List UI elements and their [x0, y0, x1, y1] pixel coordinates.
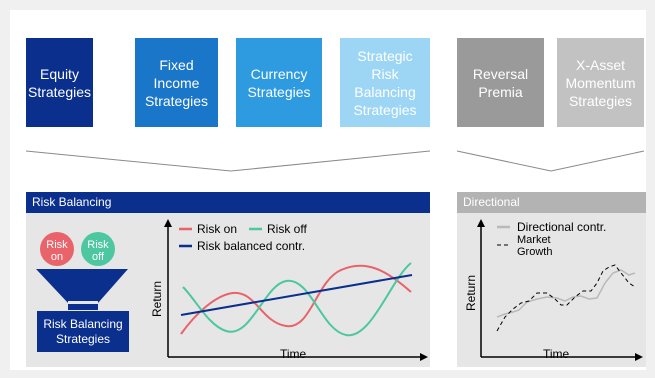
- risk-on-curve: [180, 264, 412, 335]
- risk-balancing-diagram: Risk on Risk off Risk Balancing Strategi…: [36, 219, 428, 361]
- reversal-premia-box: Reversal Premia: [457, 38, 544, 127]
- directional-x-arrow: [635, 353, 643, 361]
- risk-balanced-line: [180, 274, 413, 316]
- directional-header: Directional: [457, 192, 646, 213]
- risk-balancing-strategies-line1: Risk Balancing: [43, 317, 122, 331]
- risk-chart-y-label: Return: [150, 280, 165, 318]
- reversal-premia-label: Reversal Premia: [472, 65, 529, 100]
- risk-on-circle-line2: on: [51, 251, 63, 263]
- diagram-canvas: Equity Strategies Fixed Income Strategie…: [10, 10, 646, 370]
- fixed-income-strategies-box: Fixed Income Strategies: [135, 38, 218, 127]
- legend-risk-off-label: Risk off: [267, 222, 307, 236]
- risk-balancing-panel: Risk Balancing Risk on Risk off Risk Bal…: [26, 192, 430, 367]
- directional-panel: Directional Directional contr. Market Gr…: [457, 192, 646, 367]
- legend-directional-label: Directional contr.: [517, 220, 607, 234]
- risk-off-circle-line1: Risk: [87, 239, 109, 251]
- market-growth-line: [496, 264, 636, 332]
- currency-strategies-label: Currency Strategies: [247, 65, 311, 100]
- x-asset-momentum-label: X-Asset Momentum Strategies: [565, 56, 636, 109]
- risk-balancing-strategies-line2: Strategies: [56, 332, 110, 346]
- risk-off-circle: [81, 232, 115, 266]
- currency-strategies-box: Currency Strategies: [236, 38, 322, 127]
- risk-chart-y-arrow: [164, 219, 172, 227]
- strategic-risk-balancing-box: Strategic Risk Balancing Strategies: [340, 38, 430, 127]
- funnel-chevrons: [25, 150, 645, 172]
- fixed-income-strategies-label: Fixed Income Strategies: [144, 56, 209, 109]
- directional-y-arrow: [477, 219, 485, 227]
- directional-chevron: [456, 150, 645, 172]
- directional-contribution-line: [496, 269, 636, 318]
- legend-balanced-label: Risk balanced contr.: [197, 239, 306, 253]
- funnel-icon: [36, 269, 128, 310]
- directional-y-label: Return: [464, 274, 479, 312]
- directional-x-label: Time: [543, 347, 570, 361]
- risk-balancing-strategies-box: [37, 311, 129, 352]
- legend-market-label: Market Growth: [517, 234, 553, 258]
- risk-chart-x-label: Time: [280, 347, 307, 361]
- strategic-risk-balancing-label: Strategic Risk Balancing Strategies: [353, 47, 417, 118]
- risk-balancing-header: Risk Balancing: [26, 192, 430, 213]
- risk-off-circle-line2: off: [92, 251, 105, 263]
- x-asset-momentum-box: X-Asset Momentum Strategies: [557, 38, 644, 127]
- risk-chart-x-arrow: [420, 353, 428, 361]
- equity-strategies-label: Equity Strategies: [27, 65, 92, 100]
- risk-on-circle: [40, 232, 74, 266]
- funnel-gap: [68, 301, 98, 304]
- risk-on-circle-line1: Risk: [46, 239, 68, 251]
- risk-off-curve: [182, 262, 412, 337]
- directional-diagram: [477, 219, 643, 361]
- risk-balancing-chevron: [25, 150, 431, 172]
- legend-risk-on-label: Risk on: [197, 222, 238, 236]
- equity-strategies-box: Equity Strategies: [26, 38, 93, 127]
